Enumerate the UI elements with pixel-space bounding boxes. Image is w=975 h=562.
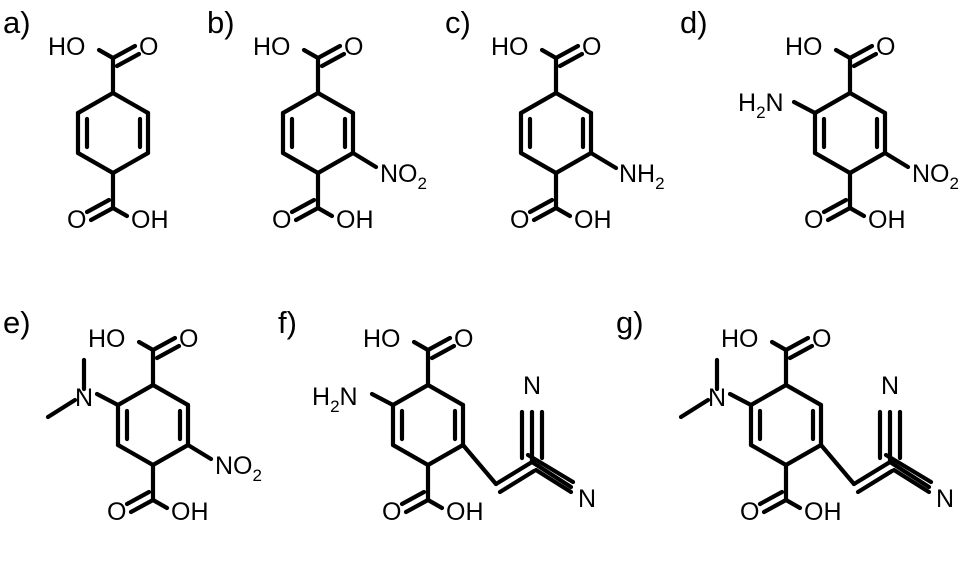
oxygen-label-c-bottom: O	[510, 206, 529, 234]
amine-nitrogen-e: N	[75, 384, 93, 412]
oxygen-label-f-bottom: O	[382, 498, 401, 526]
hydroxyl-label-c-bottom: OH	[574, 206, 612, 234]
molecule-e: e) HO O O OH N NO2	[3, 305, 262, 526]
bonds-f	[369, 335, 576, 515]
oxygen-label-b-bottom: O	[272, 206, 291, 234]
nitrile-nitrogen-f-top: N	[523, 372, 541, 400]
hydroxyl-label-f-top: HO	[363, 325, 401, 353]
bonds-e	[45, 335, 214, 515]
oxygen-label-f-top: O	[454, 325, 473, 353]
hydroxyl-label-c-top: HO	[491, 33, 529, 61]
oxygen-label-d-bottom: O	[804, 206, 823, 234]
panel-label-f: f)	[278, 305, 297, 340]
hydroxyl-label-g-top: HO	[721, 325, 759, 353]
panel-label-c: c)	[445, 5, 471, 40]
molecule-c: c) HO O O OH NH2	[445, 5, 665, 234]
amine-group-d: H2N	[738, 89, 784, 122]
hydroxyl-label-a-top: HO	[48, 33, 86, 61]
panel-label-e: e)	[3, 305, 31, 340]
nitro-group-e: NO2	[215, 452, 262, 485]
oxygen-label-e-bottom: O	[107, 498, 126, 526]
panel-label-g: g)	[616, 305, 644, 340]
hydroxyl-label-f-bottom: OH	[446, 498, 484, 526]
hydroxyl-label-a-bottom: OH	[131, 206, 169, 234]
nitro-group-b: NO2	[380, 160, 427, 193]
amine-group-f: H2N	[312, 383, 358, 416]
bonds-d	[791, 43, 911, 223]
nitro-group-d: NO2	[912, 160, 959, 193]
hydroxyl-label-e-top: HO	[88, 325, 126, 353]
oxygen-label-a-top: O	[139, 33, 158, 61]
nitrile-nitrogen-f-right: N	[578, 485, 596, 513]
oxygen-label-g-top: O	[812, 325, 831, 353]
amine-group-c: NH2	[619, 160, 665, 193]
amine-nitrogen-g: N	[708, 384, 726, 412]
panel-label-a: a)	[3, 5, 31, 40]
bonds-b	[280, 43, 379, 223]
oxygen-label-d-top: O	[876, 33, 895, 61]
hydroxyl-label-d-top: HO	[785, 33, 823, 61]
oxygen-label-a-bottom: O	[67, 206, 86, 234]
bonds-a	[75, 43, 151, 223]
hydroxyl-label-e-bottom: OH	[171, 498, 209, 526]
molecule-a: a) HO O O OH	[3, 5, 169, 234]
hydroxyl-label-b-top: HO	[253, 33, 291, 61]
molecule-b: b) HO O O OH NO2	[207, 5, 427, 234]
molecule-d: d) HO O O OH H2N NO2	[680, 5, 959, 234]
oxygen-label-e-top: O	[179, 325, 198, 353]
bonds-c	[518, 43, 619, 223]
panel-label-d: d)	[680, 5, 708, 40]
hydroxyl-label-b-bottom: OH	[336, 206, 374, 234]
nitrile-nitrogen-g-top: N	[881, 372, 899, 400]
oxygen-label-b-top: O	[344, 33, 363, 61]
panel-label-b: b)	[207, 5, 235, 40]
oxygen-label-g-bottom: O	[740, 498, 759, 526]
molecule-f: f) H	[278, 305, 596, 526]
hydroxyl-label-g-bottom: OH	[804, 498, 842, 526]
nitrile-nitrogen-g-right: N	[936, 485, 954, 513]
hydroxyl-label-d-bottom: OH	[868, 206, 906, 234]
bonds-g	[678, 335, 934, 515]
oxygen-label-c-top: O	[582, 33, 601, 61]
molecule-g: g)	[616, 305, 954, 526]
